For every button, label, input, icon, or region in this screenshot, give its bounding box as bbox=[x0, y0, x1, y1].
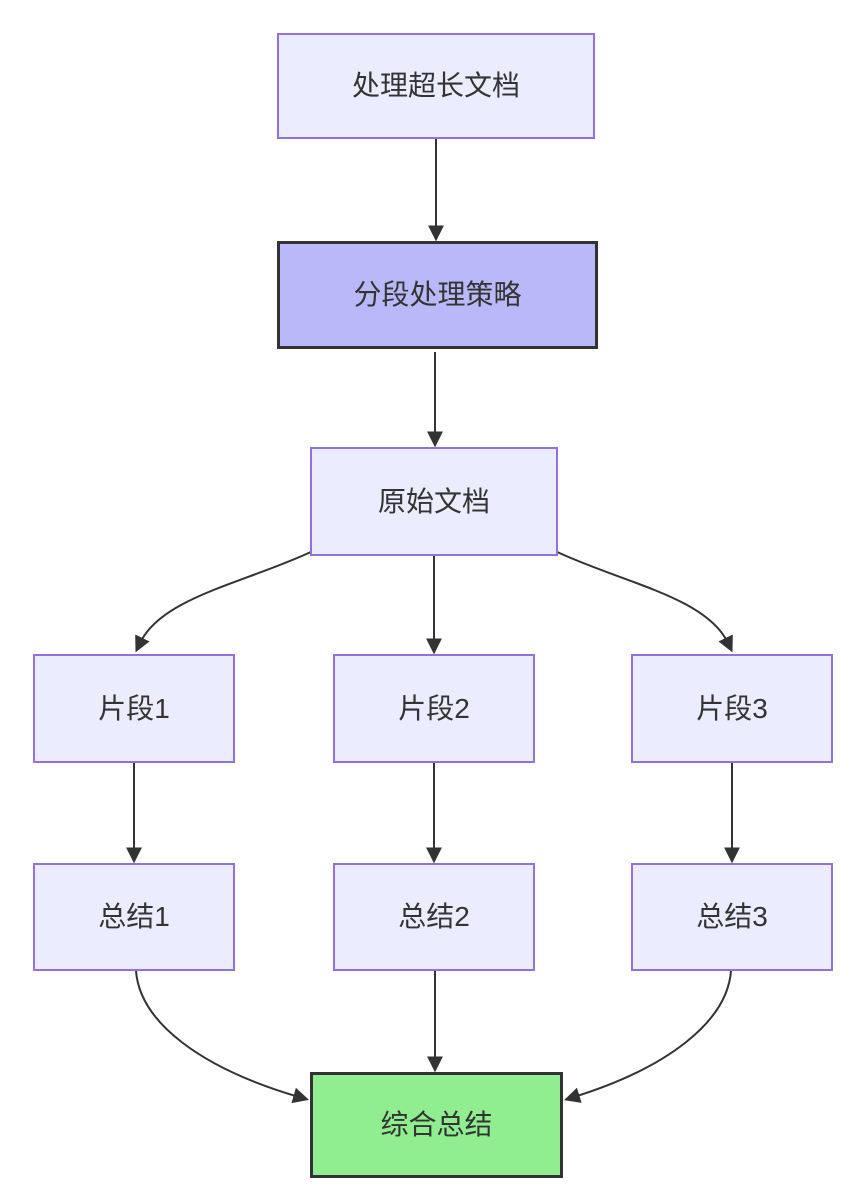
node-original-doc: 原始文档 bbox=[310, 447, 558, 556]
node-fragment-1: 片段1 bbox=[33, 654, 235, 763]
node-summary-2: 总结2 bbox=[333, 863, 535, 971]
node-label: 片段1 bbox=[98, 692, 170, 724]
node-label: 总结1 bbox=[98, 901, 170, 932]
node-label: 片段2 bbox=[398, 692, 470, 724]
node-summary-1: 总结1 bbox=[33, 863, 235, 971]
edge-summary-1-to-final-summary bbox=[135, 970, 309, 1104]
node-label: 处理超长文档 bbox=[351, 70, 520, 101]
node-label: 总结2 bbox=[398, 901, 470, 932]
node-label: 原始文档 bbox=[377, 485, 490, 517]
node-label: 分段处理策略 bbox=[353, 279, 522, 310]
node-segment-strategy: 分段处理策略 bbox=[277, 241, 598, 349]
node-final-summary: 综合总结 bbox=[310, 1072, 563, 1178]
node-label: 片段3 bbox=[696, 692, 768, 724]
edge-original-doc-to-fragment-1 bbox=[135, 550, 314, 653]
edge-original-doc-to-fragment-3 bbox=[554, 550, 733, 653]
node-fragment-2: 片段2 bbox=[333, 654, 535, 763]
node-label: 综合总结 bbox=[380, 1109, 493, 1140]
node-process-long-doc: 处理超长文档 bbox=[277, 33, 595, 139]
node-fragment-3: 片段3 bbox=[631, 654, 833, 763]
edge-summary-3-to-final-summary bbox=[564, 970, 732, 1103]
node-summary-3: 总结3 bbox=[631, 863, 833, 971]
node-label: 总结3 bbox=[696, 901, 768, 932]
